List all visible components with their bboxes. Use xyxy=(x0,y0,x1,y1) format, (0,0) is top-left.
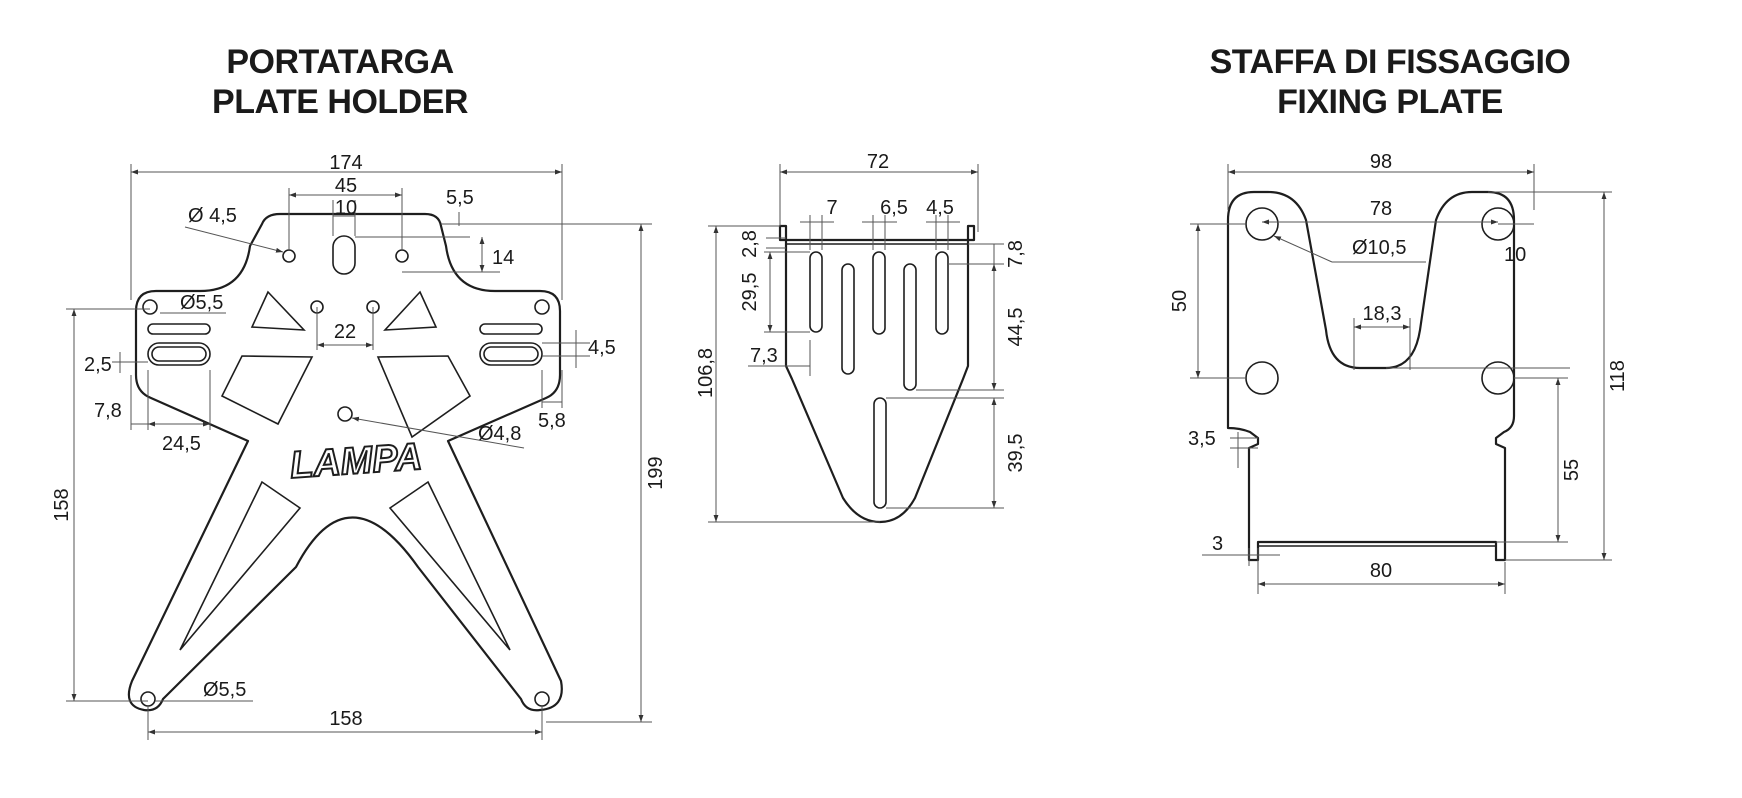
hole xyxy=(534,691,550,707)
dim-7-8: 7,8 xyxy=(94,400,122,422)
dim-158-horizontal: 158 xyxy=(329,708,362,730)
dim-24-5: 24,5 xyxy=(162,433,201,455)
dim-98: 98 xyxy=(1370,151,1392,173)
center-slot xyxy=(332,235,356,275)
dim-4-5: 4,5 xyxy=(588,337,616,359)
slot xyxy=(873,397,887,509)
plate-holder-view: LAMPA 174 45 10 Ø 4,5 5,5 14 Ø5,5 22 2,5 xyxy=(51,152,667,740)
dim-hole-4-8: Ø4,8 xyxy=(478,423,521,445)
bracket-outline xyxy=(778,224,976,524)
dim-2-5: 2,5 xyxy=(84,354,112,376)
fixing-plate-title: STAFFA DI FISSAGGIO FIXING PLATE xyxy=(1165,42,1615,122)
hole xyxy=(1481,361,1515,395)
dim-hole-5-5-bottom: Ø5,5 xyxy=(203,679,246,701)
dim-7-3: 7,3 xyxy=(750,345,778,367)
cutout xyxy=(179,480,302,651)
plate-side-view: 72 7 6,5 4,5 2,8 29,5 7,8 44,5 7,3 xyxy=(695,151,1027,524)
slot xyxy=(809,251,823,333)
dim-5-5: 5,5 xyxy=(446,187,474,209)
hole xyxy=(1245,207,1279,241)
slot-right xyxy=(479,342,543,366)
hole xyxy=(337,406,353,422)
dim-39-5: 39,5 xyxy=(1005,434,1027,473)
slot xyxy=(841,263,855,375)
cutout xyxy=(388,480,511,651)
cutout xyxy=(383,290,438,331)
hole xyxy=(534,299,550,315)
dim-3-5: 3,5 xyxy=(1188,428,1216,450)
dim-199: 199 xyxy=(645,456,667,489)
dim-78: 78 xyxy=(1370,198,1392,220)
dim-55: 55 xyxy=(1561,459,1583,481)
fixing-plate-title-it: STAFFA DI FISSAGGIO xyxy=(1209,43,1571,81)
dim-hole-5-5-top: Ø5,5 xyxy=(180,292,223,314)
hole xyxy=(140,691,156,707)
dim-4-5: 4,5 xyxy=(926,197,954,219)
plate-holder-title: PORTATARGA PLATE HOLDER xyxy=(150,42,530,122)
dim-22: 22 xyxy=(334,321,356,343)
slot-left xyxy=(151,346,207,362)
plate-holder-title-en: PLATE HOLDER xyxy=(212,83,468,121)
hole xyxy=(282,249,296,263)
fixing-plate-view: 98 78 10 Ø10,5 50 18,3 118 3,5 55 3 xyxy=(1169,151,1629,594)
slot-right xyxy=(479,323,543,335)
dim-10-fixing: 10 xyxy=(1504,244,1526,266)
hole xyxy=(395,249,409,263)
dim-10: 10 xyxy=(335,197,357,219)
dim-118: 118 xyxy=(1607,360,1629,392)
dim-3: 3 xyxy=(1212,533,1223,555)
dim-hole-10-5: Ø10,5 xyxy=(1352,237,1406,259)
dim-hole-4-5: Ø 4,5 xyxy=(188,205,237,227)
cutout xyxy=(220,355,314,426)
cutout xyxy=(376,355,472,439)
dim-158-vertical: 158 xyxy=(51,488,73,521)
dim-7: 7 xyxy=(826,197,837,219)
slot-left xyxy=(147,342,211,366)
dim-45: 45 xyxy=(335,175,357,197)
slot-left xyxy=(147,323,211,335)
plate-holder-title-it: PORTATARGA xyxy=(226,43,454,81)
dim-7-8-side: 7,8 xyxy=(1005,240,1027,268)
dim-106-8: 106,8 xyxy=(695,348,717,398)
dim-72: 72 xyxy=(867,151,889,173)
dim-2-8: 2,8 xyxy=(739,230,761,258)
hole xyxy=(142,299,158,315)
slot xyxy=(872,251,886,335)
dim-174: 174 xyxy=(329,152,362,174)
dim-5-8: 5,8 xyxy=(538,410,566,432)
fixing-plate-title-en: FIXING PLATE xyxy=(1277,83,1503,121)
plate-holder-outline xyxy=(127,212,563,712)
slot xyxy=(903,263,917,391)
dim-29-5: 29,5 xyxy=(739,273,761,312)
slot-right xyxy=(483,346,539,362)
dim-50: 50 xyxy=(1169,290,1191,312)
dim-6-5: 6,5 xyxy=(880,197,908,219)
slot xyxy=(935,251,949,335)
lampa-logo: LAMPA xyxy=(289,436,424,487)
dim-14: 14 xyxy=(492,247,514,269)
hole xyxy=(1245,361,1279,395)
dim-80: 80 xyxy=(1370,560,1392,582)
cutout xyxy=(250,290,306,331)
dim-44-5: 44,5 xyxy=(1005,308,1027,347)
dim-18-3: 18,3 xyxy=(1363,303,1402,325)
